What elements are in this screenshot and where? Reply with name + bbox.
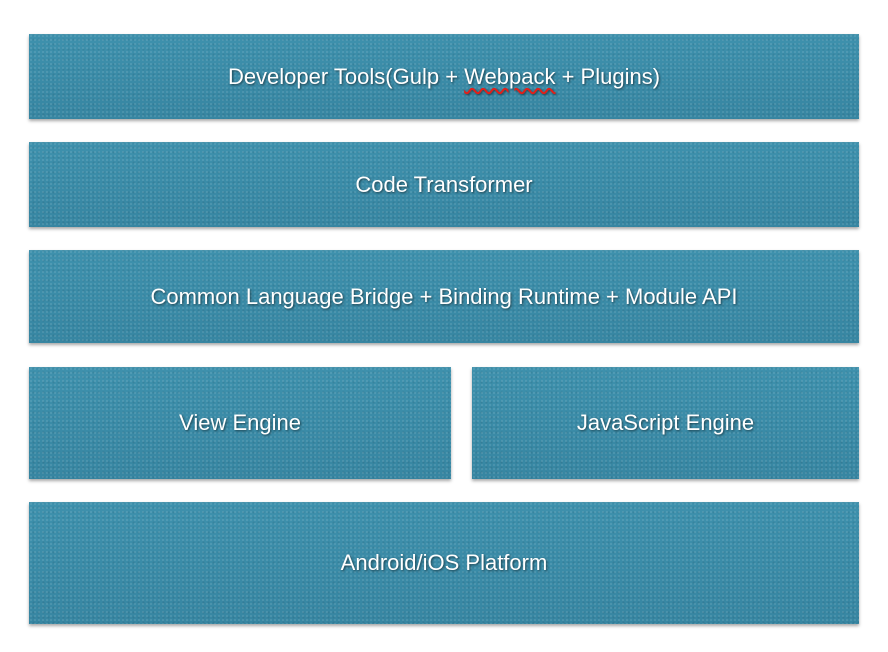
layer-language-bridge-label: Common Language Bridge + Binding Runtime… bbox=[150, 283, 738, 309]
developer-tools-text-suffix: + Plugins) bbox=[555, 63, 661, 89]
layer-developer-tools: Developer Tools(Gulp + Webpack + Plugins… bbox=[29, 34, 859, 119]
layer-platform-label: Android/iOS Platform bbox=[340, 550, 548, 575]
layer-code-transformer: Code Transformer bbox=[29, 142, 859, 227]
layer-view-engine-label: View Engine bbox=[179, 410, 301, 435]
spellcheck-underlined-word: Webpack bbox=[464, 63, 556, 89]
layer-javascript-engine-label: JavaScript Engine bbox=[576, 410, 755, 435]
layer-platform: Android/iOS Platform bbox=[29, 502, 859, 624]
layer-developer-tools-label: Developer Tools(Gulp + Webpack + Plugins… bbox=[228, 64, 660, 90]
developer-tools-text-prefix: Developer Tools(Gulp + bbox=[227, 63, 465, 89]
layer-language-bridge: Common Language Bridge + Binding Runtime… bbox=[29, 250, 859, 343]
layer-code-transformer-label: Code Transformer bbox=[355, 171, 533, 197]
layer-javascript-engine: JavaScript Engine bbox=[472, 367, 859, 479]
layer-view-engine: View Engine bbox=[29, 367, 451, 479]
